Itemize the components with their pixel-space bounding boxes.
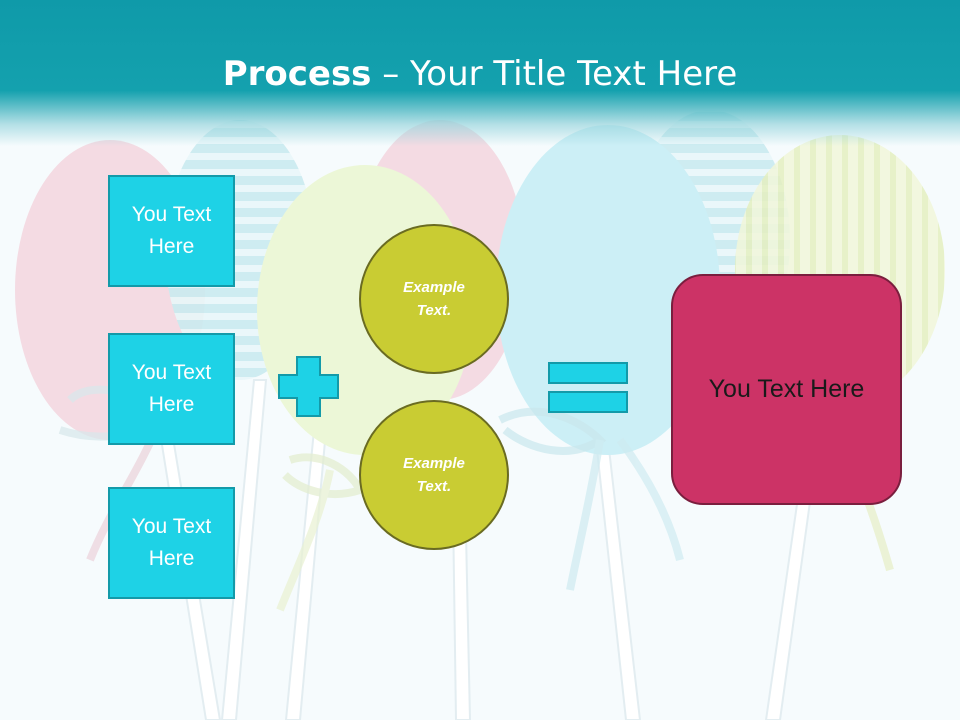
text-box-3[interactable]: You Text Here [108,487,235,599]
slide-title: Process – Your Title Text Here [0,52,960,96]
example-circle-2[interactable]: Example Text. [359,400,509,550]
text-box-2[interactable]: You Text Here [108,333,235,445]
title-rest: – Your Title Text Here [371,54,738,94]
result-box[interactable]: You Text Here [671,274,902,505]
title-bold: Process [222,54,372,94]
example-circle-1[interactable]: Example Text. [359,224,509,374]
title-bar [0,0,960,146]
text-box-1[interactable]: You Text Here [108,175,235,287]
